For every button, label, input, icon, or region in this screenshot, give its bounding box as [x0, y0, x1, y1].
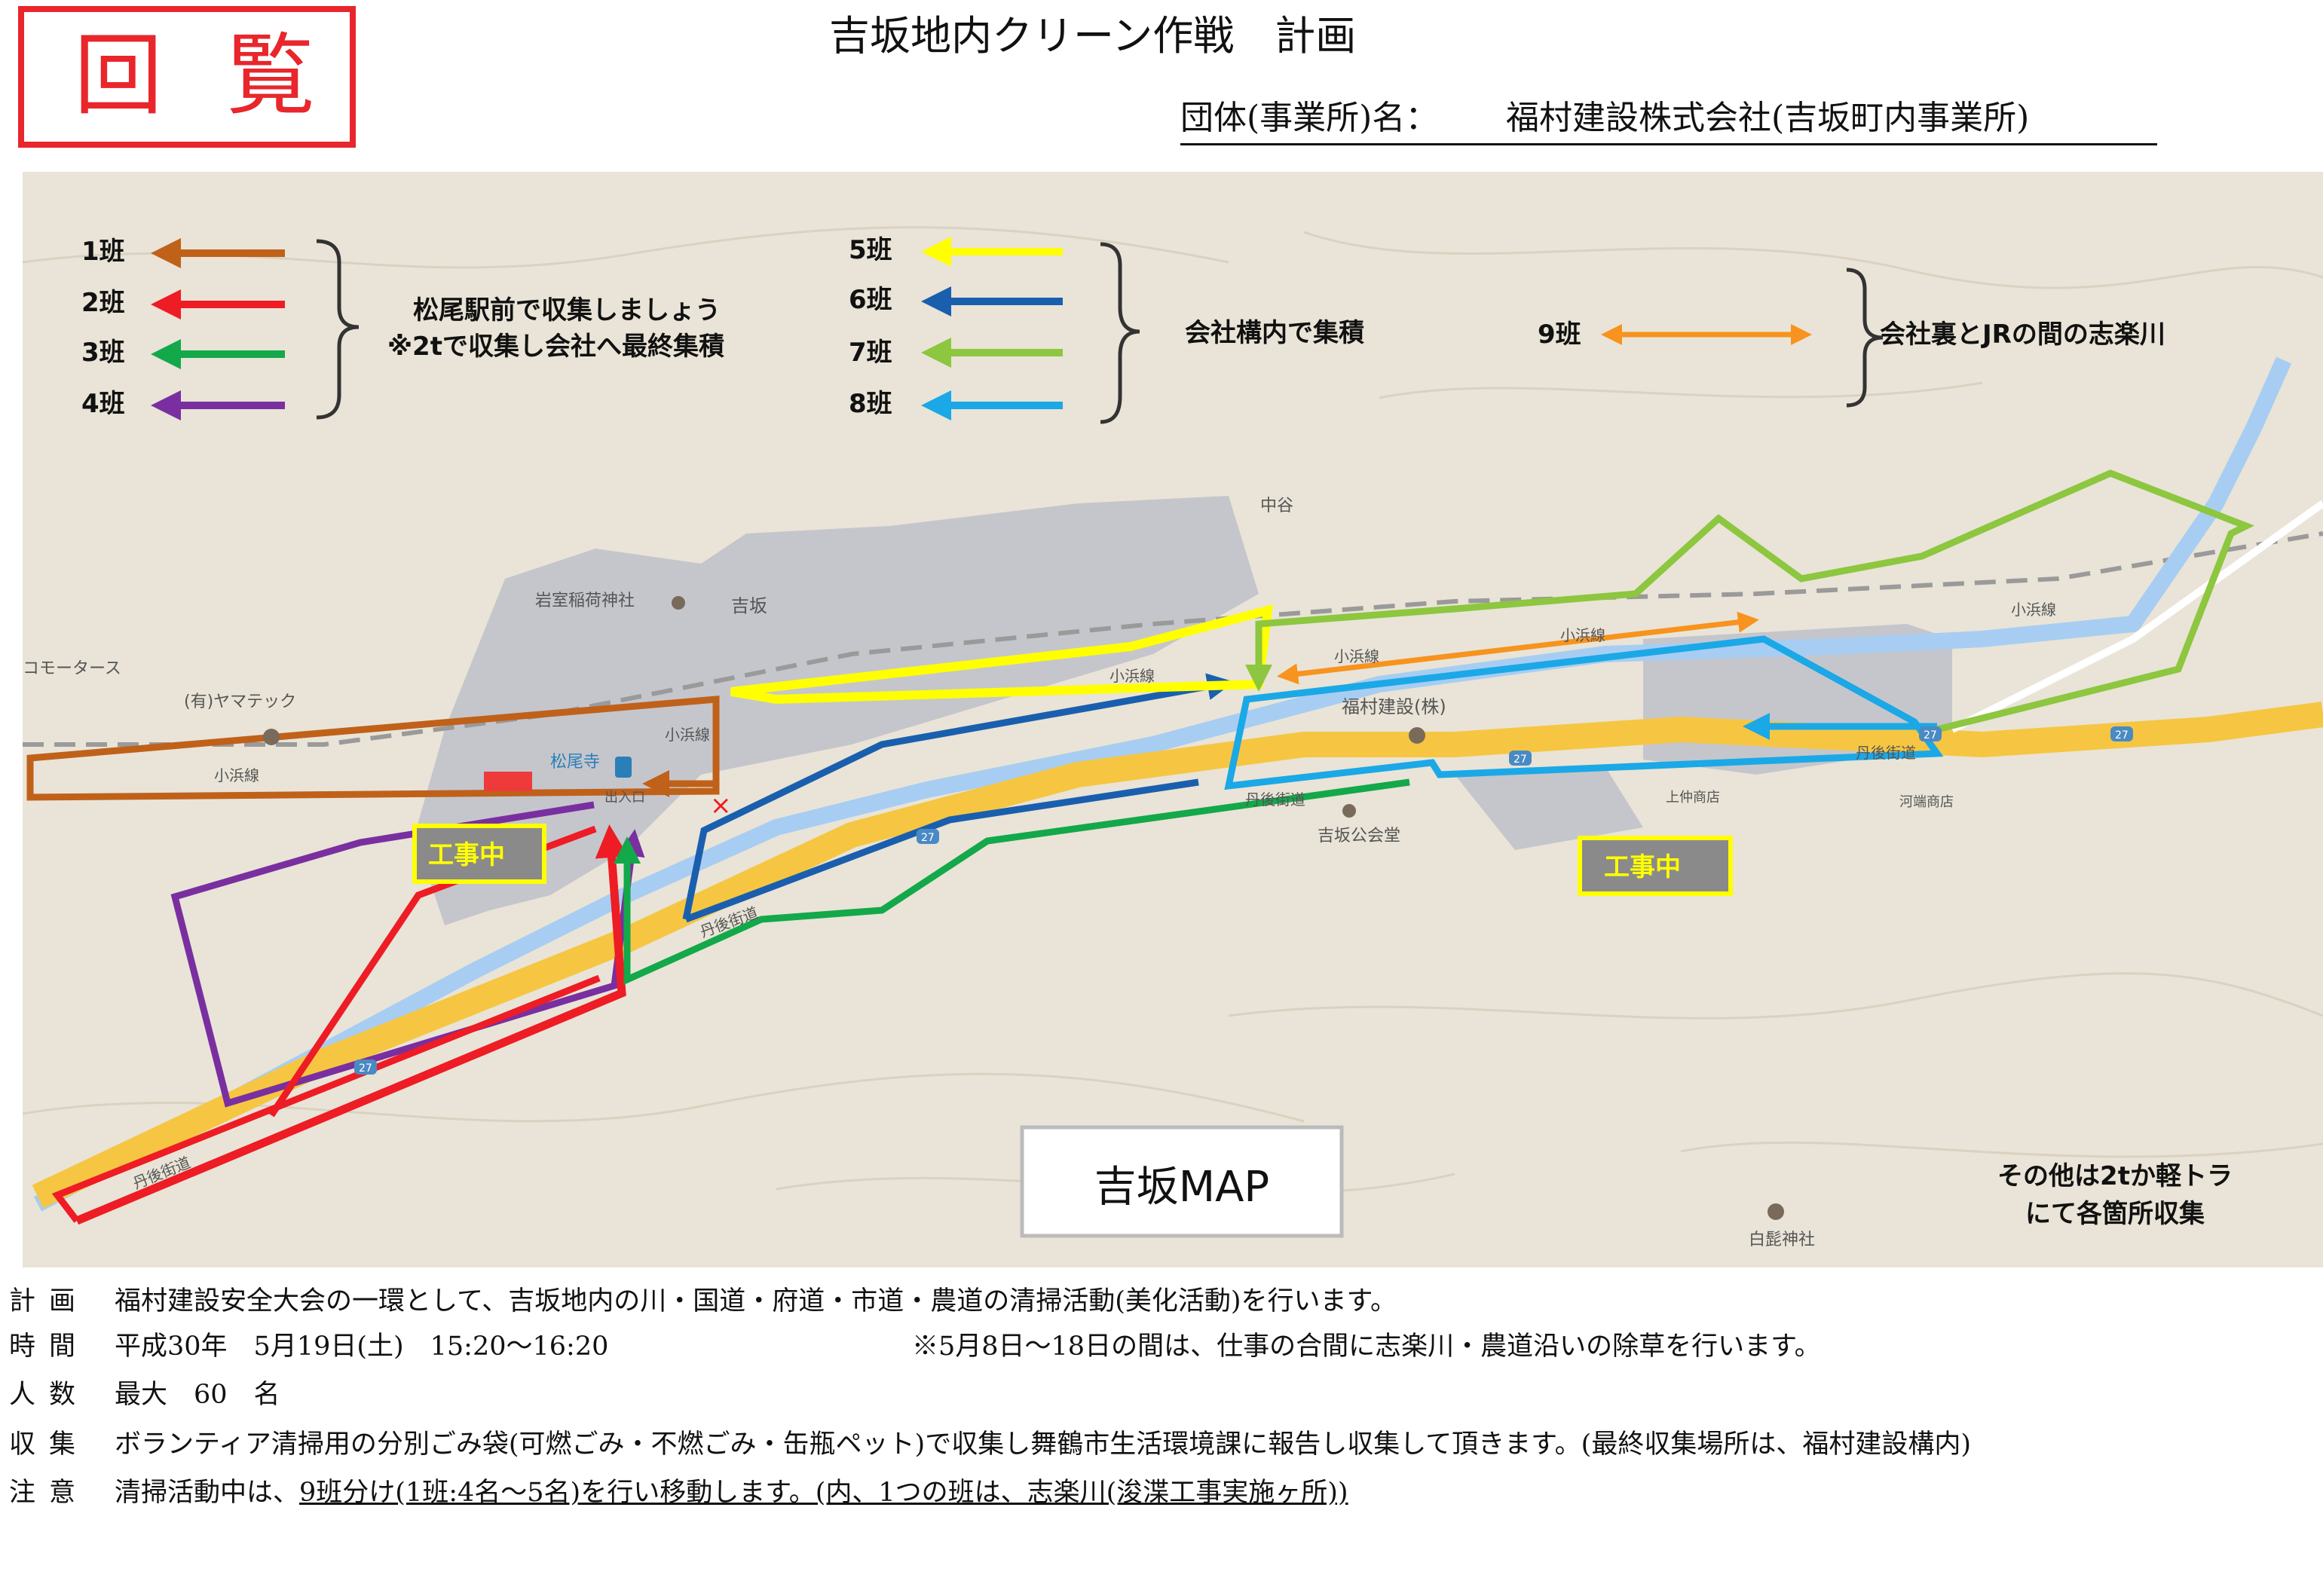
- note-people-label: 人数: [9, 1380, 90, 1410]
- note-people: 人数最大 60 名: [9, 1376, 280, 1414]
- poi-kominkan-icon: [1342, 804, 1356, 818]
- route-team-1: [26, 696, 720, 801]
- svg-text:工事中: 工事中: [1604, 852, 1681, 882]
- note-plan-label: 計画: [9, 1286, 90, 1316]
- organization-label: 団体(事業所)名：: [1180, 99, 1439, 137]
- stamp-char-1: 回: [74, 23, 164, 127]
- route-27-shields: 27 27 27 27 27: [354, 726, 2133, 1075]
- legend-group-a-arrows: [151, 238, 285, 420]
- legend-label-team-6: 6班: [849, 285, 892, 315]
- legend-note-a-line-2: ※2tで収集し会社へ最終集積: [387, 332, 724, 362]
- note-time-label: 時間: [9, 1332, 90, 1362]
- legend-group-b-arrows: [921, 237, 1063, 420]
- legend-note-a-line-1: 松尾駅前で収集しましょう: [413, 295, 721, 326]
- poi-fukumura-icon: [1409, 727, 1425, 744]
- legend-label-team-7: 7班: [849, 338, 892, 368]
- cross-mark: ×: [710, 790, 732, 821]
- station-icon: [615, 757, 632, 778]
- route-27-a: 27: [921, 832, 935, 844]
- label-shirahige: 白髭神社: [1749, 1231, 1815, 1249]
- note-caution-value-a: 清掃活動中は、: [115, 1478, 300, 1508]
- label-tango-2: 丹後街道: [1856, 744, 1916, 762]
- stamp-char-2: 覧: [226, 23, 316, 127]
- note-plan-value: 福村建設安全大会の一環として、吉坂地内の川・国道・府道・市道・農道の清掃活動(美…: [115, 1286, 1397, 1316]
- note-caution-value-b: 9班分け(1班:4名〜5名)を行い移動します。(内、1つの班は、志楽川(浚渫工事…: [299, 1478, 1348, 1508]
- poi-shirahige-icon: [1768, 1203, 1784, 1220]
- legend-note-c: 会社裏とJRの間の志楽川: [1880, 320, 2165, 350]
- route-27-c: 27: [2115, 729, 2129, 741]
- page-title: 吉坂地内クリーン作戦 計画: [829, 12, 1357, 60]
- legend-label-team-4: 4班: [81, 389, 125, 419]
- label-obama-1: 小浜線: [214, 766, 259, 784]
- route-team-2: [75, 824, 629, 1225]
- railway-line: [23, 531, 2323, 747]
- side-road: [1950, 500, 2323, 733]
- legend-brace-c-left: [1846, 268, 1884, 408]
- note-caution: 注意清掃活動中は、9班分け(1班:4名〜5名)を行い移動します。(内、1つの班は…: [9, 1474, 1348, 1512]
- label-obama-6: 小浜線: [2011, 601, 2056, 619]
- legend-label-team-5: 5班: [849, 235, 892, 265]
- note-plan: 計画福村建設安全大会の一環として、吉坂地内の川・国道・府道・市道・農道の清掃活動…: [9, 1283, 1397, 1320]
- national-road: [32, 702, 2323, 1209]
- legend-label-team-1: 1班: [81, 237, 125, 267]
- legend-label-team-9: 9班: [1538, 320, 1581, 350]
- label-yoshisaka: 吉坂: [731, 595, 767, 616]
- label-obama-5: 小浜線: [1560, 626, 1605, 644]
- route-27-e: 27: [1924, 729, 1937, 741]
- route-team-5: [730, 604, 1274, 705]
- label-obama-2: 小浜線: [665, 726, 710, 744]
- label-iwamuro: 岩室稲荷神社: [535, 592, 635, 610]
- label-obama-3: 小浜線: [1109, 667, 1155, 685]
- label-yamatec: (有)ヤマテック: [184, 693, 296, 711]
- legend-label-team-2: 2班: [81, 288, 125, 318]
- construction-sign-2: 工事中: [1578, 836, 1733, 896]
- legend-label-team-8: 8班: [849, 389, 892, 419]
- route-team-6: [682, 673, 1235, 920]
- svg-text:工事中: 工事中: [428, 840, 505, 870]
- note-people-value: 最大 60 名: [115, 1380, 280, 1410]
- map-title: 吉坂MAP: [1094, 1163, 1269, 1212]
- route-team-2-c: [51, 974, 601, 1223]
- label-tango-1: 丹後街道: [1245, 790, 1305, 809]
- label-naka-tani: 中谷: [1260, 497, 1293, 515]
- map-title-box: 吉坂MAP: [1020, 1125, 1344, 1238]
- legend-brace-a: [316, 239, 360, 420]
- map-pois: [263, 596, 1784, 1220]
- red-building: [484, 772, 532, 791]
- route-team-6-b: [684, 778, 1199, 923]
- kairan-stamp: 回 覧: [18, 6, 356, 148]
- label-kawabata: 河端商店: [1899, 794, 1954, 810]
- note-collection-label: 収集: [9, 1429, 90, 1460]
- construction-sign-1: 工事中: [412, 824, 546, 884]
- other-collection-note: その他は2tか軽トラ にて各箇所収集: [1997, 1161, 2233, 1229]
- yoshisaka-map: × 中谷 岩室稲荷神社 吉坂 コモータース (有)ヤマテック 小浜線 小浜線 小…: [23, 172, 2323, 1267]
- label-motors: コモータース: [23, 659, 121, 678]
- note-collection: 収集ボランティア清掃用の分別ごみ袋(可燃ごみ・不燃ごみ・缶瓶ペット)で収集し舞鶴…: [9, 1426, 1971, 1463]
- label-uenaka: 上仲商店: [1666, 790, 1720, 806]
- organization-line: 団体(事業所)名： 福村建設株式会社(吉坂町内事業所): [1180, 93, 2157, 145]
- note-collection-value: ボランティア清掃用の分別ごみ袋(可燃ごみ・不燃ごみ・缶瓶ペット)で収集し舞鶴市生…: [115, 1429, 1971, 1460]
- other-note-line-2: にて各箇所収集: [2025, 1199, 2205, 1229]
- note-caution-label: 注意: [9, 1478, 90, 1508]
- organization-value: 福村建設株式会社(吉坂町内事業所): [1506, 99, 2030, 137]
- poi-yamatec-icon: [263, 729, 280, 745]
- label-matsuo: 松尾寺: [550, 753, 600, 772]
- route-team-3: [614, 778, 1410, 985]
- label-entrance: 出入口: [604, 790, 645, 806]
- note-time-extra: ※5月8日〜18日の間は、仕事の合間に志楽川・農道沿いの除草を行います。: [912, 1332, 1821, 1362]
- route-27-b: 27: [1513, 754, 1527, 766]
- poi-shrine-icon: [672, 596, 685, 610]
- legend-brace-b: [1100, 242, 1140, 424]
- route-team-9: [1277, 611, 1759, 685]
- route-team-7: [1245, 469, 2255, 733]
- route-27-d: 27: [359, 1062, 372, 1075]
- legend-note-b: 会社構内で集積: [1185, 318, 1364, 348]
- label-obama-4: 小浜線: [1334, 647, 1379, 665]
- label-fukumura: 福村建設(株): [1342, 696, 1446, 717]
- other-note-line-1: その他は2tか軽トラ: [1997, 1161, 2233, 1191]
- label-kominkan: 吉坂公会堂: [1318, 827, 1400, 845]
- note-time-value: 平成30年 5月19日(土) 15:20〜16:20: [115, 1332, 609, 1362]
- note-time: 時間平成30年 5月19日(土) 15:20〜16:20 ※5月8日〜18日の間は…: [9, 1328, 1821, 1365]
- legend-label-team-3: 3班: [81, 338, 125, 368]
